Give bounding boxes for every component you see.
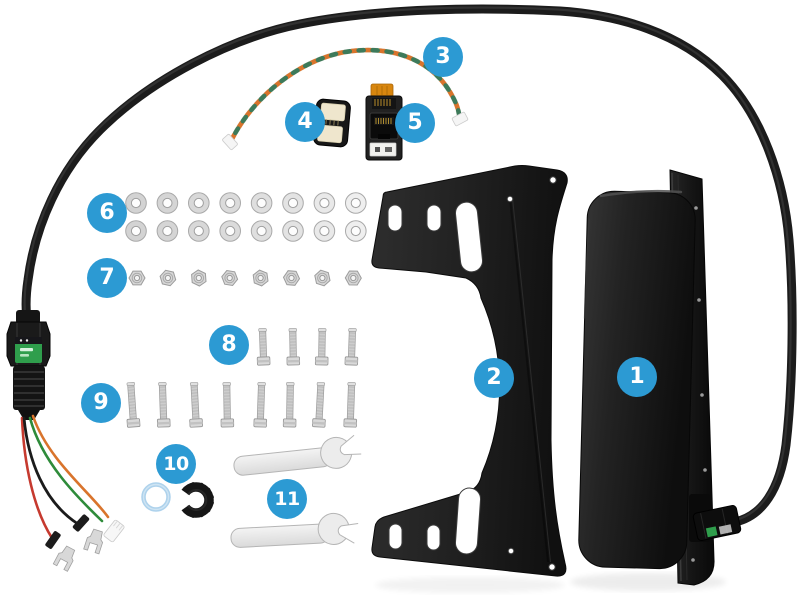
heatshrink-sleeve <box>72 514 90 532</box>
nut <box>191 269 207 287</box>
jst-connector <box>451 111 469 127</box>
washer <box>219 220 241 242</box>
mounting-bracket <box>371 165 568 577</box>
screw <box>156 382 171 428</box>
washer <box>125 220 147 242</box>
gland-collar <box>16 310 40 324</box>
bezel-screw <box>697 298 701 302</box>
washer <box>219 192 241 214</box>
screw <box>253 382 268 428</box>
washer <box>156 192 179 214</box>
locking-clip <box>181 482 214 518</box>
jst-connector <box>222 134 238 150</box>
callout-6: 6 <box>87 193 127 233</box>
bezel-screw <box>691 558 695 562</box>
display-unit <box>578 169 742 586</box>
twisted-data-cable <box>222 47 469 150</box>
bracket-shadow <box>375 577 565 593</box>
wire-black <box>22 416 80 526</box>
callout-11: 11 <box>267 479 307 519</box>
wire-red <box>20 416 54 540</box>
screw <box>126 382 141 428</box>
nut <box>128 270 146 286</box>
nut <box>221 269 239 287</box>
screw <box>282 382 297 428</box>
bracket-hole <box>507 547 515 555</box>
callout-4: 4 <box>285 102 325 142</box>
washer <box>345 220 367 242</box>
washer <box>188 192 210 214</box>
callout-7: 7 <box>87 258 127 298</box>
hardware-layer <box>125 192 367 428</box>
adapter-label <box>369 142 397 157</box>
cable-gland <box>6 310 51 420</box>
bracket-hole <box>548 563 556 571</box>
gland-threads <box>13 366 45 420</box>
nut <box>344 270 362 286</box>
terminator-module <box>313 98 351 148</box>
cable-plug <box>692 504 742 542</box>
bracket-hole <box>506 195 514 203</box>
callout-1: 1 <box>617 357 657 397</box>
bezel-screw <box>694 206 698 210</box>
jst-connector <box>103 519 125 543</box>
washer <box>250 220 273 242</box>
nut <box>314 269 331 287</box>
fork-terminal <box>52 545 76 572</box>
nut <box>159 269 177 287</box>
washer <box>313 192 336 214</box>
wrench-bottom <box>230 512 359 548</box>
screw <box>312 382 326 428</box>
bracket-slot <box>387 204 403 232</box>
fork-terminal <box>83 528 104 555</box>
callout-2: 2 <box>474 358 514 398</box>
bracket-hole <box>549 176 557 184</box>
plug-label <box>705 526 718 538</box>
bezel-screw <box>700 393 704 397</box>
bracket-slot <box>426 204 442 232</box>
o-ring <box>141 482 171 512</box>
wire-orange <box>31 414 110 519</box>
screw <box>314 328 329 366</box>
callout-10: 10 <box>156 444 196 484</box>
washer <box>156 220 179 242</box>
rj45-adapter <box>365 83 403 161</box>
bracket-oval-slot <box>454 201 484 273</box>
wire-green <box>28 416 104 523</box>
callout-8: 8 <box>209 325 249 365</box>
callout-3: 3 <box>423 37 463 77</box>
screw <box>344 328 359 366</box>
screw <box>286 328 301 366</box>
washer <box>125 192 147 214</box>
breakout-wires <box>20 414 125 572</box>
callout-5: 5 <box>395 103 435 143</box>
washer <box>345 192 367 214</box>
bracket-oval-slot <box>454 487 482 555</box>
washer <box>250 192 273 214</box>
screw <box>256 328 271 366</box>
washer <box>188 220 210 242</box>
main-cable <box>21 4 797 527</box>
screw <box>343 382 358 428</box>
washer <box>282 192 304 214</box>
washer <box>282 220 304 242</box>
nut <box>252 269 269 287</box>
callout-9: 9 <box>81 383 121 423</box>
washer <box>313 220 336 242</box>
nut <box>282 270 301 286</box>
wrench-top <box>233 434 362 476</box>
screw <box>220 382 235 428</box>
bezel-screw <box>703 468 707 472</box>
bracket-slot <box>426 524 441 551</box>
bracket-slot <box>388 523 403 550</box>
heatshrink-sleeve <box>45 531 61 549</box>
screw <box>189 382 203 428</box>
